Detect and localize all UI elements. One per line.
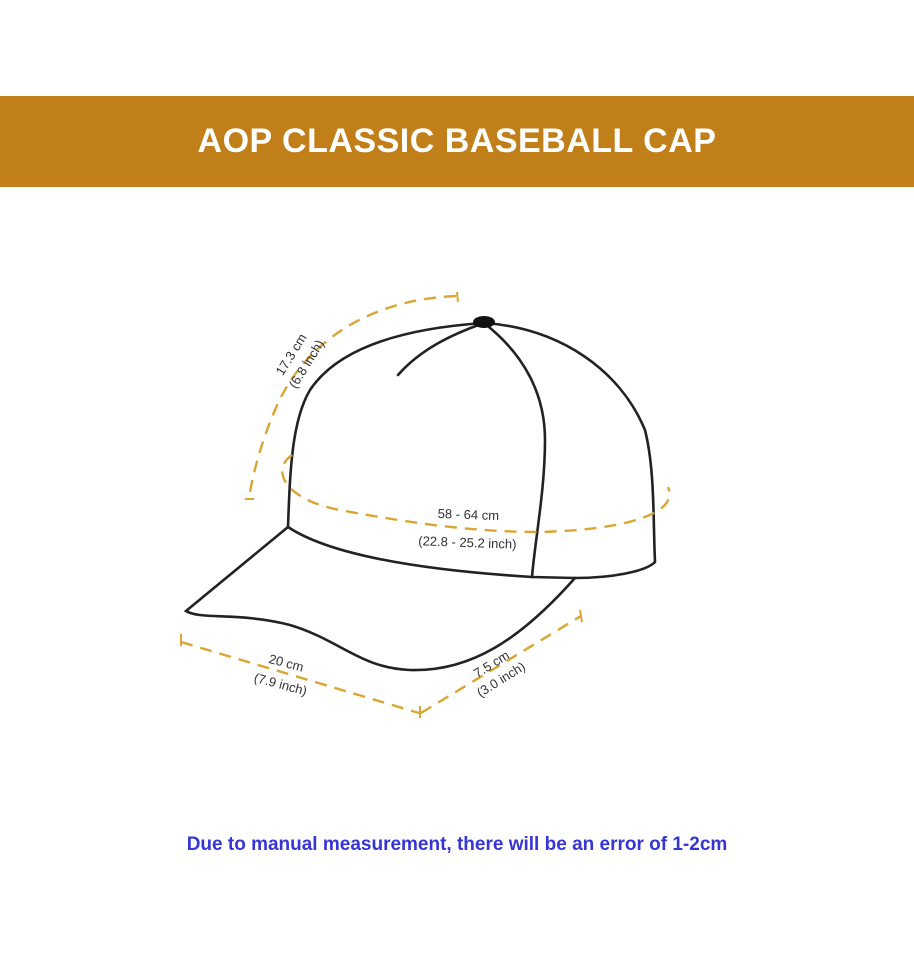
brim-width-dash — [180, 640, 420, 715]
crown-outline — [286, 321, 657, 580]
cap-button — [473, 316, 495, 328]
band-bottom — [286, 525, 577, 580]
dimension-lines — [180, 294, 671, 715]
dimension-ticks — [180, 291, 583, 718]
left-seam — [396, 321, 486, 377]
brim — [183, 525, 577, 672]
circumference-inch: (22.8 - 25.2 inch) — [418, 533, 517, 551]
page-title: AOP CLASSIC BASEBALL CAP — [197, 122, 717, 160]
circumference-cm: 58 - 64 cm — [437, 506, 499, 523]
cap-outline — [183, 321, 657, 672]
crown-height-dash — [247, 294, 457, 499]
title-banner: AOP CLASSIC BASEBALL CAP — [0, 96, 914, 187]
middle-seam — [482, 321, 547, 579]
circumference-dash — [281, 454, 671, 534]
brim-width-cm: 20 cm — [267, 651, 305, 675]
brim-length-dash — [420, 614, 582, 715]
dimension-labels: 17.3 cm (6.8 inch) 58 - 64 cm (22.8 - 25… — [252, 331, 528, 700]
measurement-note: Due to manual measurement, there will be… — [186, 834, 728, 855]
